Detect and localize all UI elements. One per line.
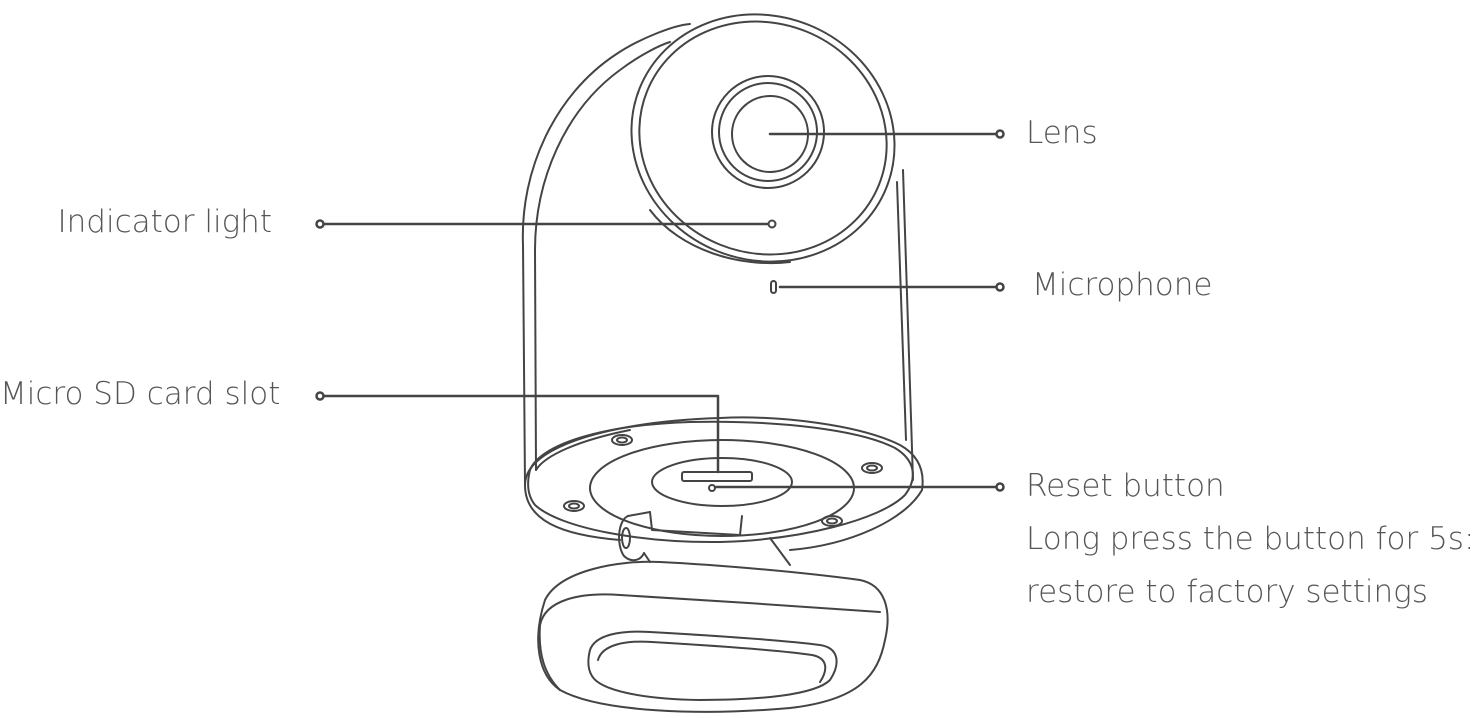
microphone-hole <box>770 280 777 294</box>
camera-face <box>630 13 896 265</box>
leader-lines <box>318 132 1002 489</box>
hinge <box>618 511 791 566</box>
leader-endpoints <box>315 129 1005 492</box>
reset-note-line2: restore to factory settings <box>1026 574 1428 610</box>
magnetic-base <box>537 560 889 713</box>
bottom-plate <box>527 420 914 544</box>
indicator-light-label: Indicator light <box>57 204 272 240</box>
lens-label: Lens <box>1026 115 1098 151</box>
indicator-light-dot <box>767 219 777 229</box>
micro-sd-slot-label: Micro SD card slot <box>0 376 281 412</box>
reset-note-line1: Long press the button for 5s: <box>1026 521 1474 557</box>
lens-rings <box>711 75 825 189</box>
reset-button-label: Reset button <box>1026 468 1225 504</box>
microphone-label: Microphone <box>1032 267 1213 303</box>
camera-body <box>521 23 924 551</box>
